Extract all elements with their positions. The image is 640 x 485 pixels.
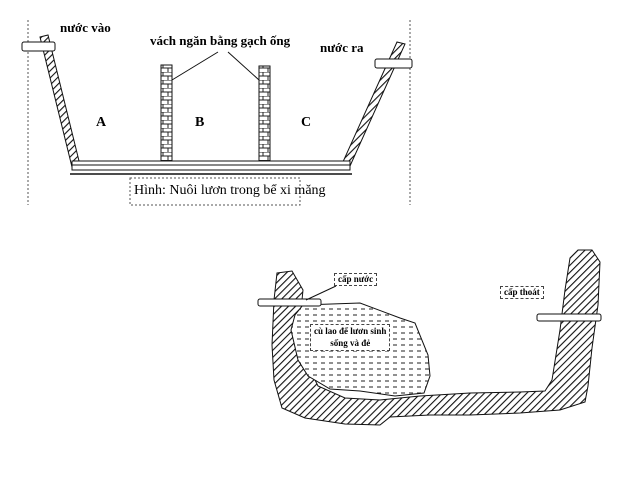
partition-right bbox=[258, 65, 271, 162]
tank-left-wall bbox=[39, 34, 81, 168]
pond-inlet-label: cấp nước bbox=[334, 273, 378, 286]
figure-caption: Hình: Nuôi lươn trong bể xi măng bbox=[134, 183, 326, 198]
partition-pointer-right bbox=[227, 51, 260, 81]
inlet-pointer bbox=[305, 285, 337, 301]
partition-pointer-left bbox=[171, 51, 219, 81]
pond-outlet-pipe bbox=[536, 313, 602, 322]
pond-body bbox=[271, 249, 601, 426]
outlet-label: nước ra bbox=[320, 40, 364, 55]
inlet-label: nước vào bbox=[60, 20, 111, 35]
pond-outlet-label: cấp thoát bbox=[500, 286, 544, 299]
caption-box bbox=[129, 177, 301, 206]
island-label: cù lao để lươn sinh sống và đẻ bbox=[310, 324, 391, 352]
partition-left bbox=[160, 64, 173, 162]
section-c-label: C bbox=[301, 115, 312, 130]
partition-label: vách ngăn bằng gạch ống bbox=[150, 33, 291, 48]
island-label-line1: cù lao để lươn sinh bbox=[314, 326, 387, 336]
cement-tank-figure bbox=[21, 20, 413, 206]
inlet-pipe bbox=[21, 41, 56, 52]
pond-inlet-pipe bbox=[257, 298, 322, 307]
outlet-pipe bbox=[374, 58, 413, 69]
section-b-label: B bbox=[195, 115, 205, 130]
section-a-label: A bbox=[96, 115, 107, 130]
island-label-line2: sống và đẻ bbox=[330, 337, 371, 348]
